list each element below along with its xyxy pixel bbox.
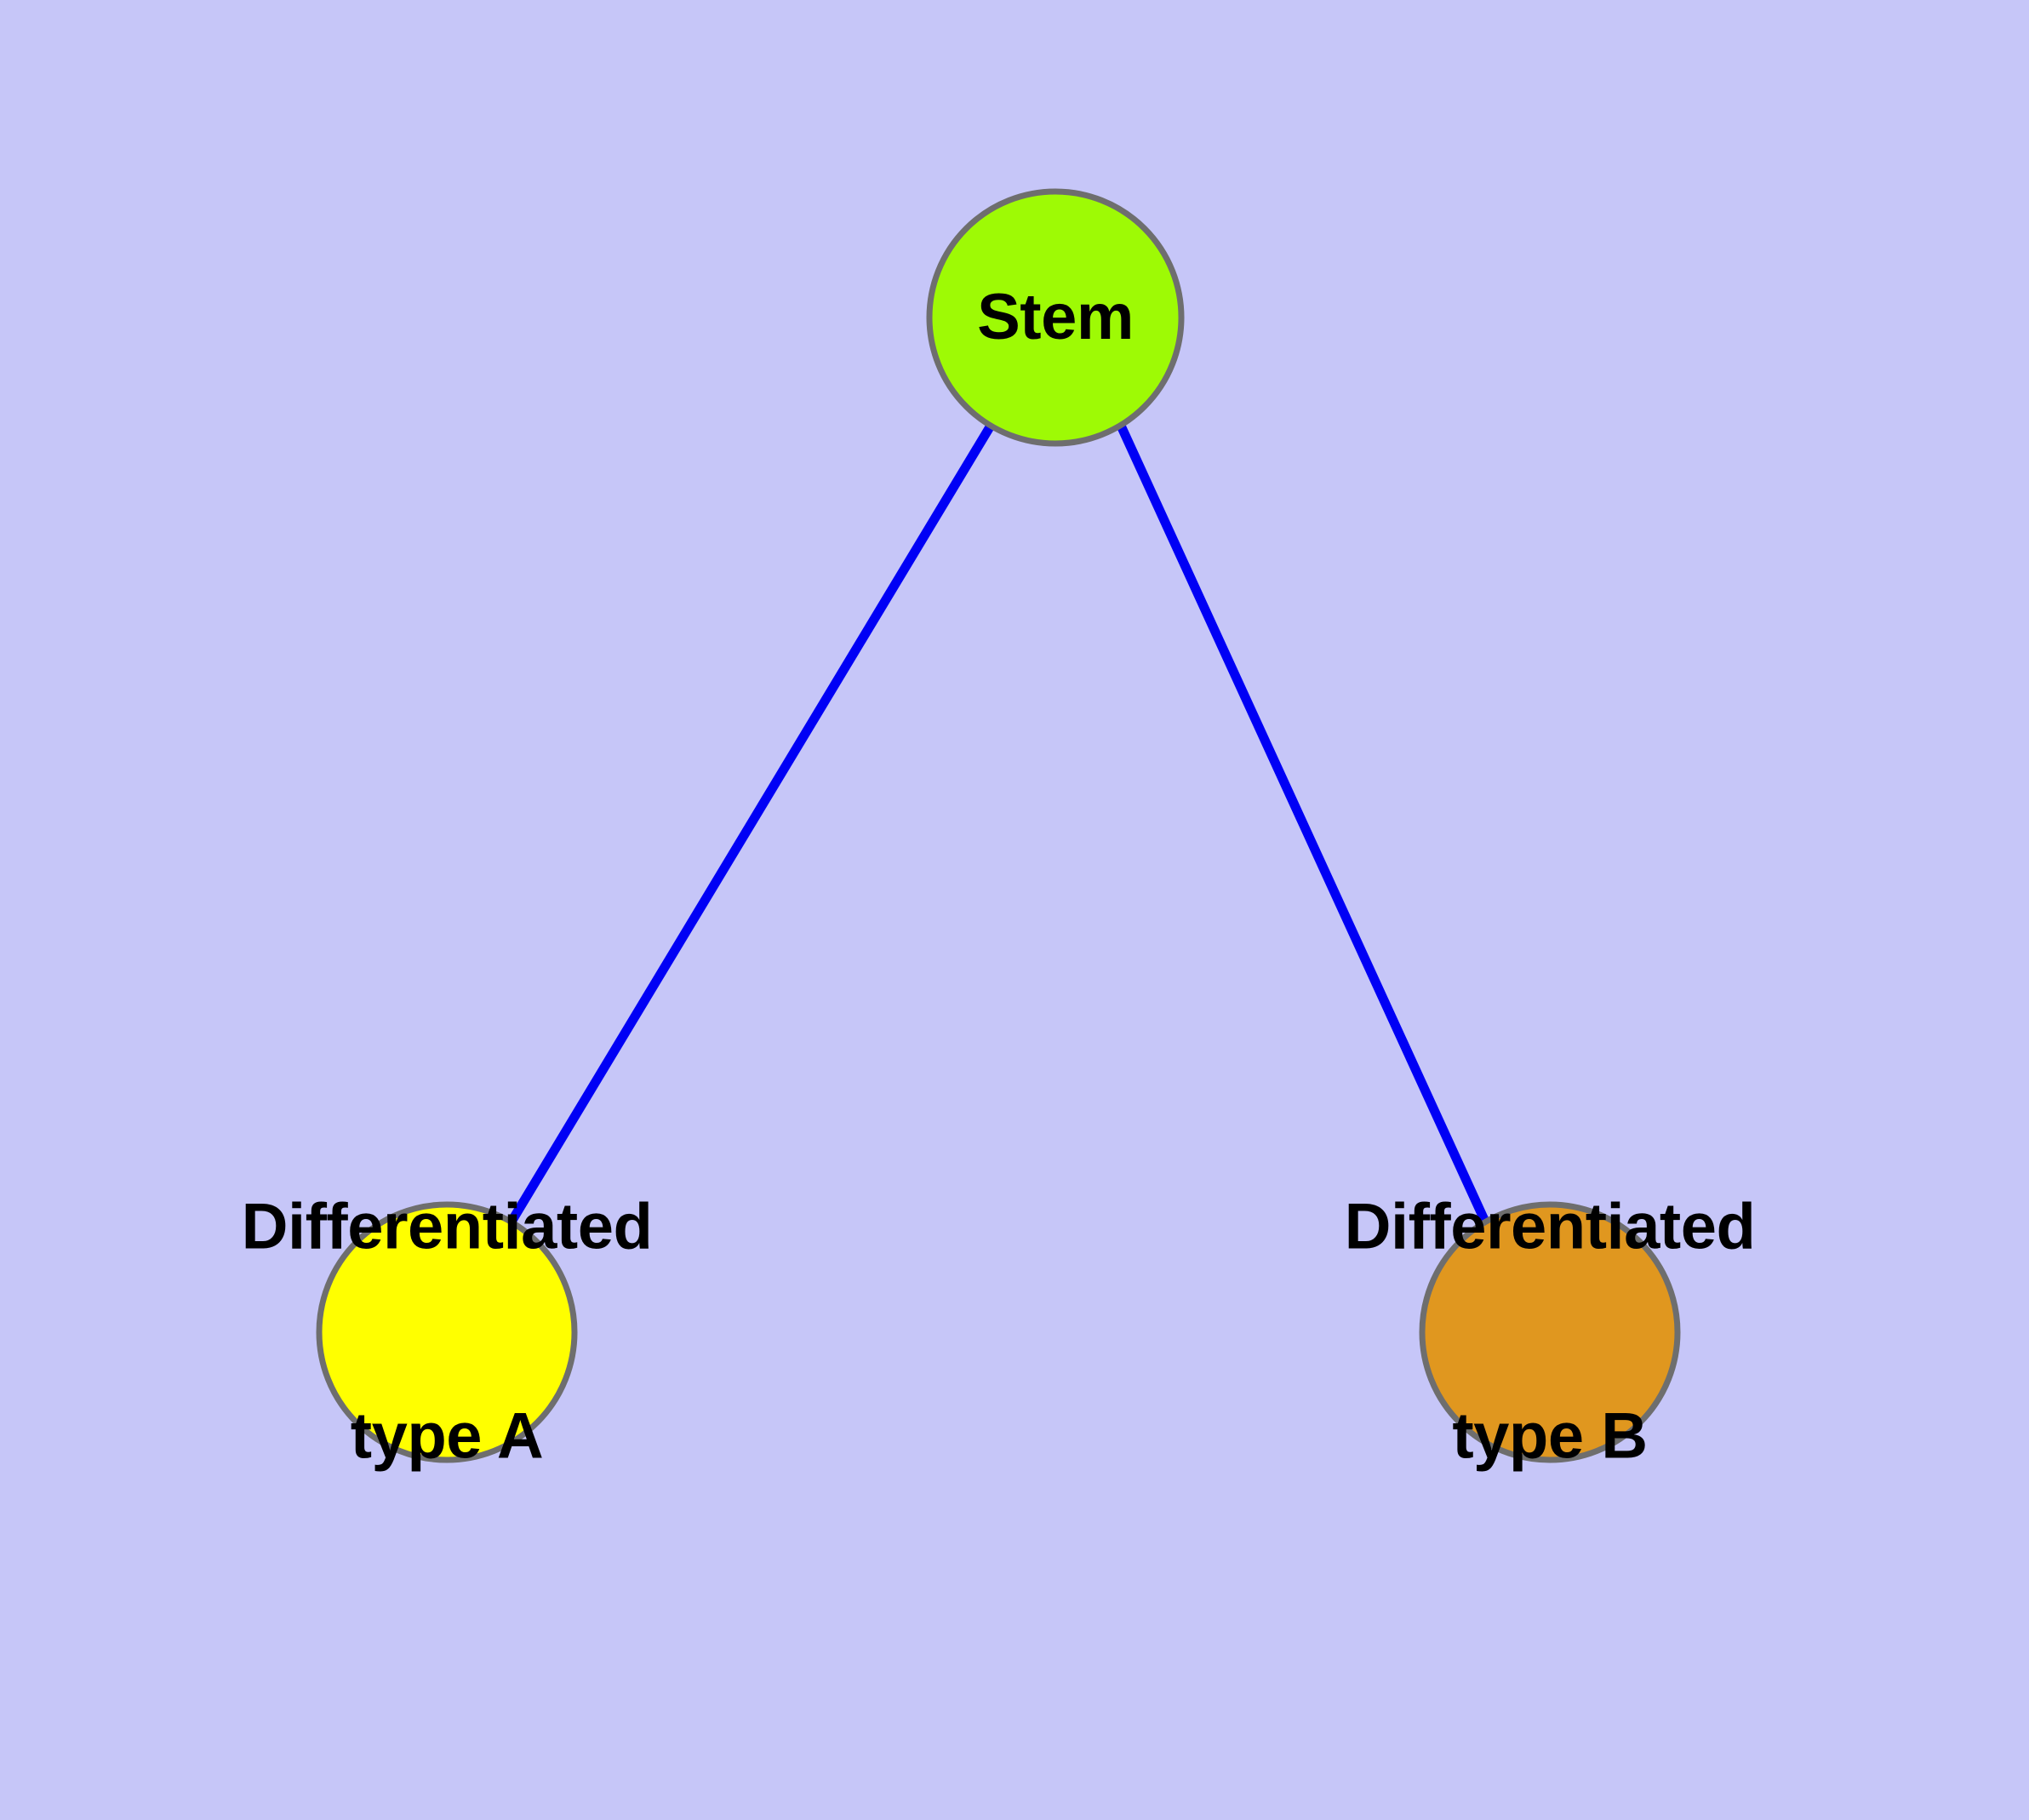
edge-stem-to-differentiated-a	[507, 423, 995, 1224]
edge-layer	[507, 423, 1490, 1224]
node-differentiated-type-a[interactable]	[316, 1201, 578, 1463]
node-layer	[316, 188, 1681, 1463]
node-stem[interactable]	[926, 188, 1185, 447]
node-differentiated-type-b[interactable]	[1419, 1201, 1681, 1463]
edge-stem-to-differentiated-b	[1116, 423, 1490, 1224]
